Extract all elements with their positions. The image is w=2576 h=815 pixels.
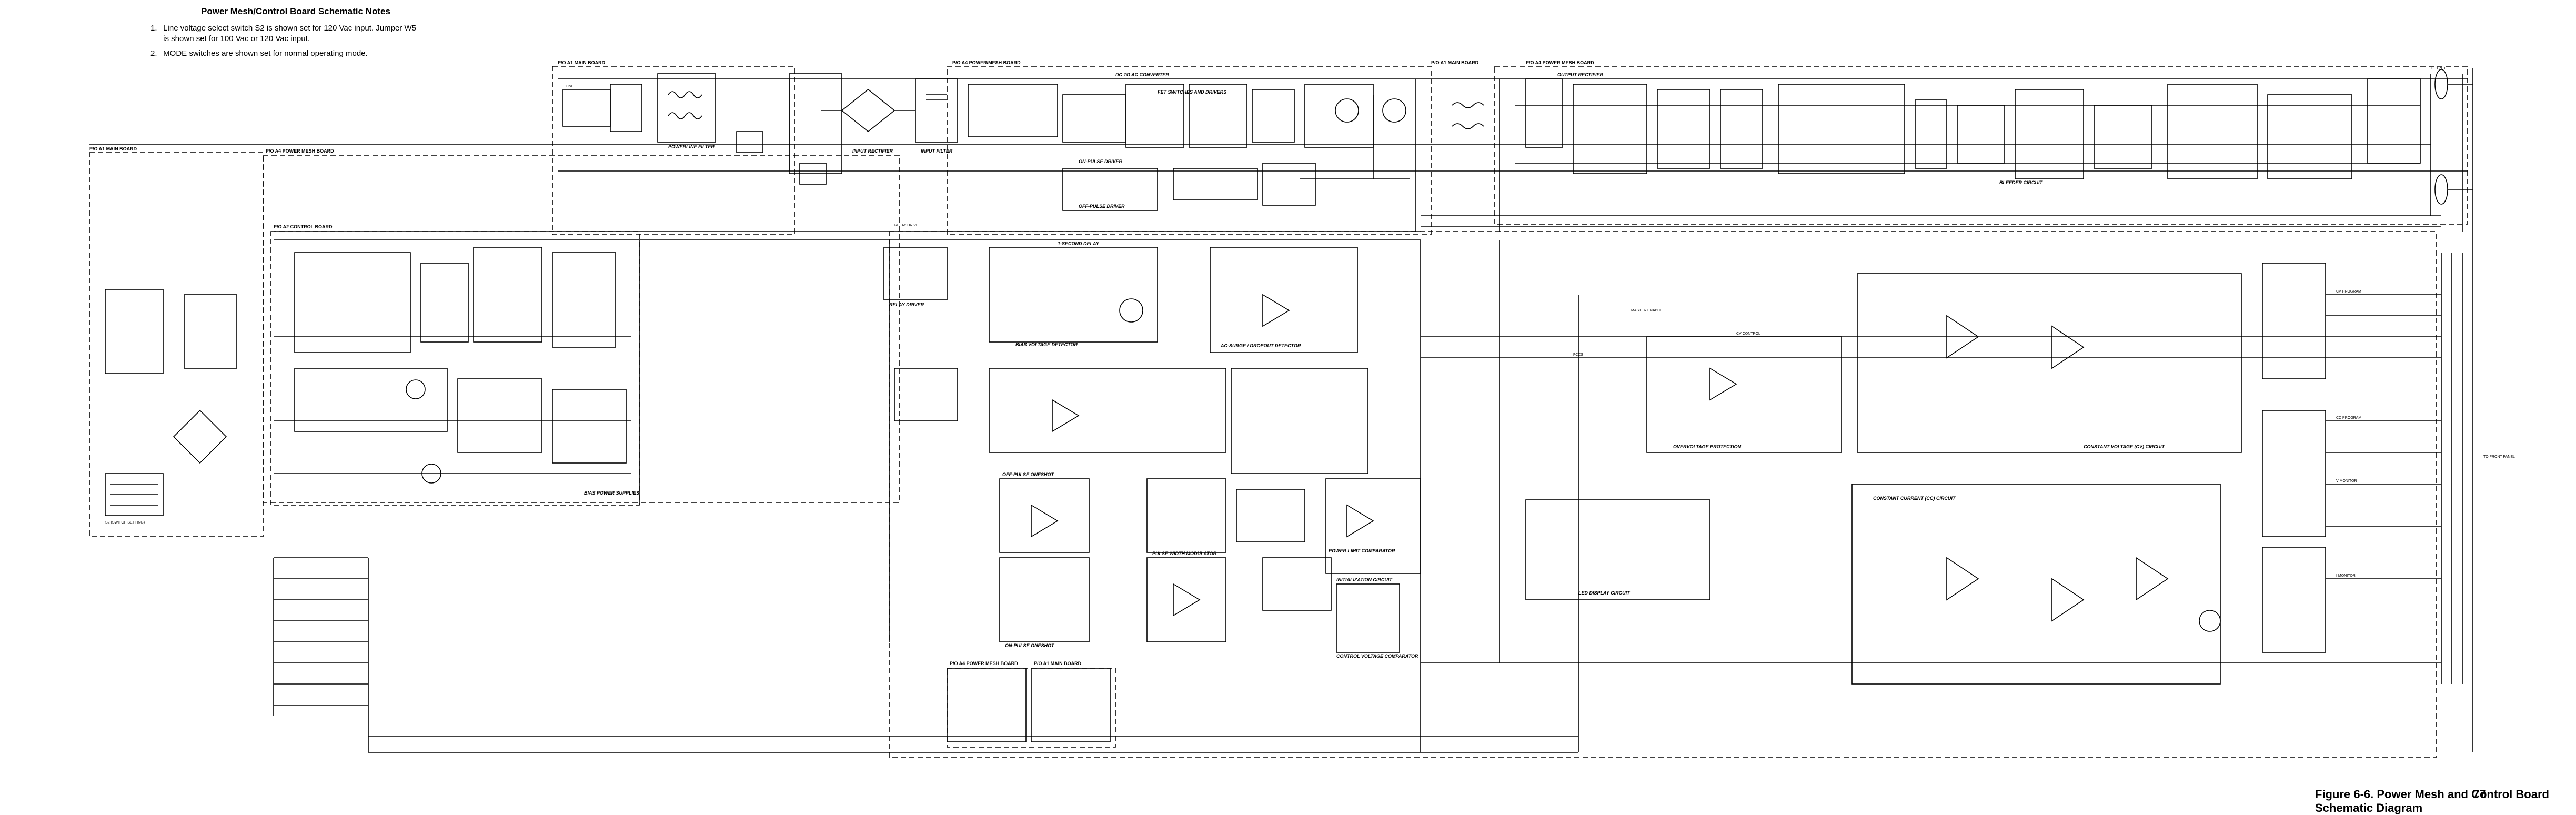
block-on-pulse-driver: ON-PULSE DRIVER: [1079, 159, 1123, 164]
label-cv-program: CV PROGRAM: [2336, 290, 2361, 294]
label-output: OUTPUT: [2431, 67, 2447, 71]
note-1: 1. Line voltage select switch S2 is show…: [150, 23, 519, 44]
board-label-main-c: P/O A1 MAIN BOARD: [89, 146, 137, 152]
block-fet-switches: FET SWITCHES AND DRIVERS: [1158, 89, 1226, 95]
notes-title: Power Mesh/Control Board Schematic Notes: [201, 6, 390, 16]
signal-cv-control: CV CONTROL: [1736, 332, 1760, 336]
board-label-mesh-bottom: P/O A4 POWER MESH BOARD: [950, 661, 1018, 666]
board-label-main-b: P/O A1 MAIN BOARD: [1431, 60, 1479, 65]
label-s2-switch: S2 (SWITCH SETTING): [105, 521, 145, 525]
board-label-mesh-right: P/O A4 POWER MESH BOARD: [1526, 60, 1594, 65]
note-1-line-2: is shown set for 100 Vac or 120 Vac inpu…: [163, 34, 310, 43]
left-connector-bus: [273, 557, 1578, 753]
mode-switch-block: [105, 473, 164, 516]
block-bias-voltage-detector: BIAS VOLTAGE DETECTOR: [1015, 342, 1078, 347]
block-off-pulse-driver: OFF-PULSE DRIVER: [1079, 204, 1125, 209]
note-1-number: 1.: [150, 24, 157, 33]
regulation-circuits: [947, 273, 2441, 742]
powerline-filter-section: [562, 73, 842, 185]
block-ac-surge: AC-SURGE / DROPOUT DETECTOR: [1220, 343, 1301, 348]
board-label-main-bottom: P/O A1 MAIN BOARD: [1034, 661, 1082, 666]
figure-caption: Figure 6-6. Power Mesh and Control Board…: [2315, 788, 2549, 814]
label-i-monitor: I MONITOR: [2336, 574, 2356, 578]
board-label-mesh-mid: P/O A4 POWER/MESH BOARD: [952, 60, 1021, 65]
note-2-line-1: MODE switches are shown set for normal o…: [163, 49, 368, 58]
block-on-pulse-oneshot: ON-PULSE ONESHOT: [1005, 643, 1055, 648]
label-v-monitor: V MONITOR: [2336, 479, 2357, 483]
mesh-board-right-outline: [1494, 66, 2468, 225]
mesh-board-left-outline: [263, 155, 900, 503]
page-number: 77: [2473, 788, 2486, 801]
block-relay-driver: RELAY DRIVER: [889, 302, 924, 307]
label-relay-drive: RELAY DRIVE: [894, 224, 919, 227]
mesh-board-top-outline: [947, 66, 1432, 235]
label-to-front-panel: TO FRONT PANEL: [2483, 455, 2515, 459]
block-output-rectifier: OUTPUT RECTIFIER: [1557, 72, 1603, 77]
block-initialization: INITIALIZATION CIRCUIT: [1336, 577, 1393, 582]
board-outlines: [89, 66, 2468, 758]
board-label-main-a: P/O A1 MAIN BOARD: [558, 60, 606, 65]
label-line: LINE: [566, 85, 574, 88]
bias-power-supplies: [105, 247, 631, 484]
block-control-voltage-comparator: CONTROL VOLTAGE COMPARATOR: [1336, 653, 1418, 659]
vertical-trunks: [639, 240, 1579, 752]
block-cv-circuit: CONSTANT VOLTAGE (CV) CIRCUIT: [2084, 444, 2165, 449]
block-bias-supplies: BIAS POWER SUPPLIES: [584, 490, 639, 496]
block-input-filter: INPUT FILTER: [921, 148, 953, 154]
block-second-delay: 1-SECOND DELAY: [1058, 241, 1100, 246]
note-2-number: 2.: [150, 49, 157, 58]
block-input-rectifier: INPUT RECTIFIER: [852, 148, 893, 154]
dc-to-ac-converter: [968, 84, 1410, 211]
control-board-large-outline: [889, 231, 2437, 758]
power-buses: [89, 74, 2468, 240]
block-pwm: PULSE WIDTH MODULATOR: [1152, 551, 1217, 556]
output-section: [1452, 78, 2421, 179]
input-rectifier-bridge: [821, 78, 958, 143]
block-bleeder: BLEEDER CIRCUIT: [1999, 180, 2044, 185]
board-label-mesh-left: P/O A4 POWER MESH BOARD: [266, 148, 334, 154]
block-powerline-filter: POWERLINE FILTER: [668, 144, 715, 149]
block-power-limit: POWER LIMIT COMPARATOR: [1329, 548, 1395, 554]
label-cc-program: CC PROGRAM: [2336, 416, 2361, 420]
signal-fccs: FCCS: [1573, 353, 1583, 357]
block-led-display: LED DISPLAY CIRCUIT: [1578, 590, 1631, 596]
note-1-line-1: Line voltage select switch S2 is shown s…: [163, 24, 416, 33]
output-terminals: [2434, 68, 2473, 752]
front-panel-connector: [2262, 253, 2463, 684]
block-cc-circuit: CONSTANT CURRENT (CC) CIRCUIT: [1873, 496, 1956, 501]
block-off-pulse-oneshot: OFF-PULSE ONESHOT: [1002, 472, 1055, 477]
pulse-circuits: [999, 478, 1421, 653]
signal-master-enable: MASTER ENABLE: [1631, 309, 1662, 313]
board-label-control: P/O A2 CONTROL BOARD: [274, 224, 333, 229]
note-2: 2. MODE switches are shown set for norma…: [150, 48, 519, 59]
block-dc-to-ac: DC TO AC CONVERTER: [1115, 72, 1169, 77]
main-board-top-outline: [552, 66, 795, 235]
timing-and-detector-circuits: [883, 247, 1368, 474]
block-overvoltage: OVERVOLTAGE PROTECTION: [1673, 444, 1742, 449]
